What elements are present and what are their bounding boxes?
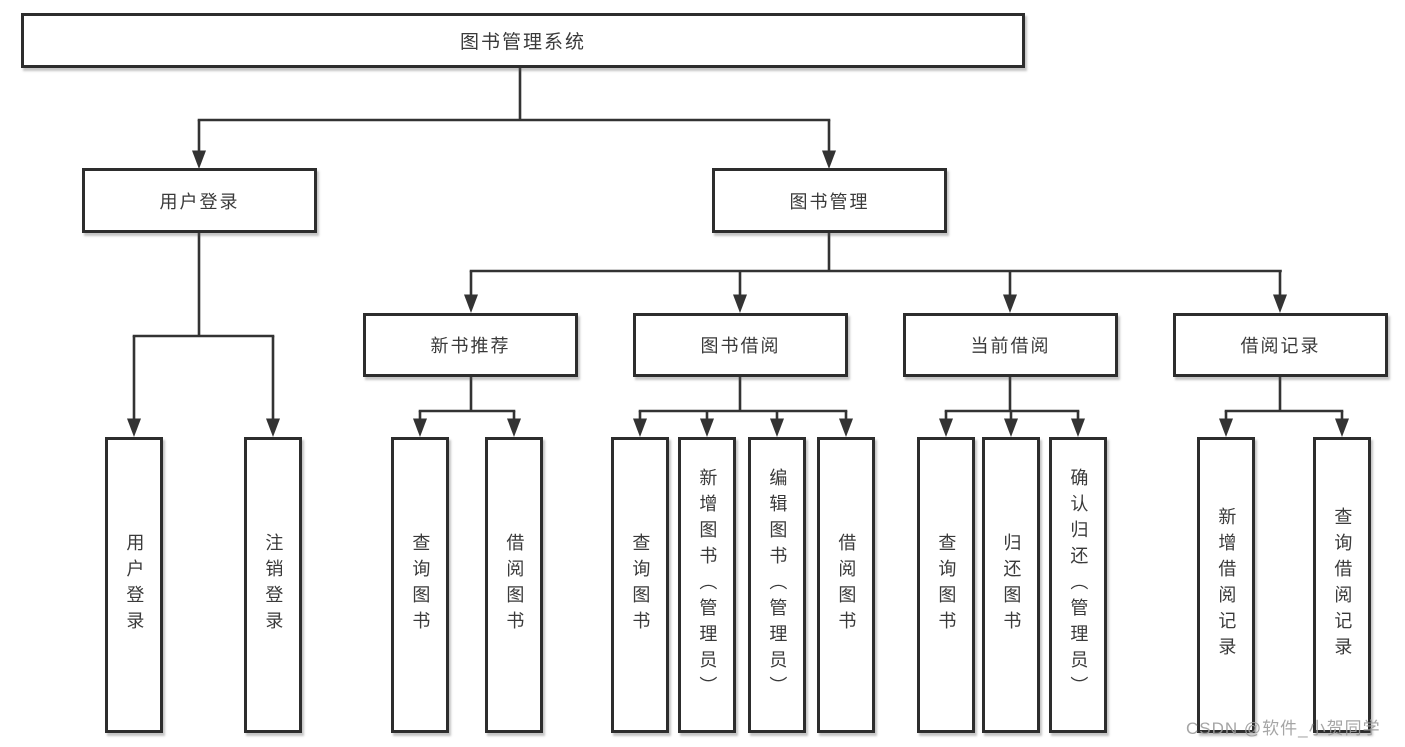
leaf-add-books-admin: 新增图书（管理员） xyxy=(678,437,736,733)
leaf-query-borrow-record: 查询借阅记录 xyxy=(1313,437,1371,733)
node-book-borrowing: 图书借阅 xyxy=(633,313,848,377)
node-label: 图书借阅 xyxy=(700,336,781,356)
node-label: 归还图书 xyxy=(1001,533,1022,637)
leaf-edit-books-admin: 编辑图书（管理员） xyxy=(748,437,806,733)
leaf-add-borrow-record: 新增借阅记录 xyxy=(1197,437,1255,733)
node-label: 确认归还（管理员） xyxy=(1068,468,1089,702)
leaf-query-books: 查询图书 xyxy=(611,437,669,733)
node-label: 新书推荐 xyxy=(430,336,511,356)
node-label: 注销登录 xyxy=(263,533,284,637)
leaf-user-login: 用户登录 xyxy=(105,437,163,733)
leaf-borrow-books: 借阅图书 xyxy=(817,437,875,733)
node-label: 新增借阅记录 xyxy=(1216,507,1237,663)
csdn-watermark: CSDN @软件_小贺同学 xyxy=(1186,719,1381,738)
node-label: 借阅图书 xyxy=(504,533,525,637)
leaf-confirm-return-admin: 确认归还（管理员） xyxy=(1049,437,1107,733)
node-new-book-recommendation: 新书推荐 xyxy=(363,313,578,377)
leaf-query-books: 查询图书 xyxy=(917,437,975,733)
node-borrowing-records: 借阅记录 xyxy=(1173,313,1388,377)
leaf-query-books: 查询图书 xyxy=(391,437,449,733)
node-label: 当前借阅 xyxy=(970,336,1051,356)
node-label: 图书管理 xyxy=(789,191,870,212)
node-library-management-system: 图书管理系统 xyxy=(21,13,1025,68)
node-label: 查询图书 xyxy=(410,533,431,637)
node-label: 借阅图书 xyxy=(836,533,857,637)
node-label: 查询图书 xyxy=(630,533,651,637)
node-label: 编辑图书（管理员） xyxy=(767,468,788,702)
node-label: 新增图书（管理员） xyxy=(697,468,718,702)
node-label: 查询图书 xyxy=(936,533,957,637)
node-label: 用户登录 xyxy=(159,191,240,212)
node-label: 用户登录 xyxy=(124,533,145,637)
node-label: 查询借阅记录 xyxy=(1332,507,1353,663)
node-label: 图书管理系统 xyxy=(459,32,586,53)
node-label: 借阅记录 xyxy=(1240,336,1321,356)
leaf-return-books: 归还图书 xyxy=(982,437,1040,733)
node-current-borrowing: 当前借阅 xyxy=(903,313,1118,377)
node-book-management: 图书管理 xyxy=(712,168,947,233)
leaf-logout: 注销登录 xyxy=(244,437,302,733)
leaf-borrow-books: 借阅图书 xyxy=(485,437,543,733)
node-user-login: 用户登录 xyxy=(82,168,317,233)
